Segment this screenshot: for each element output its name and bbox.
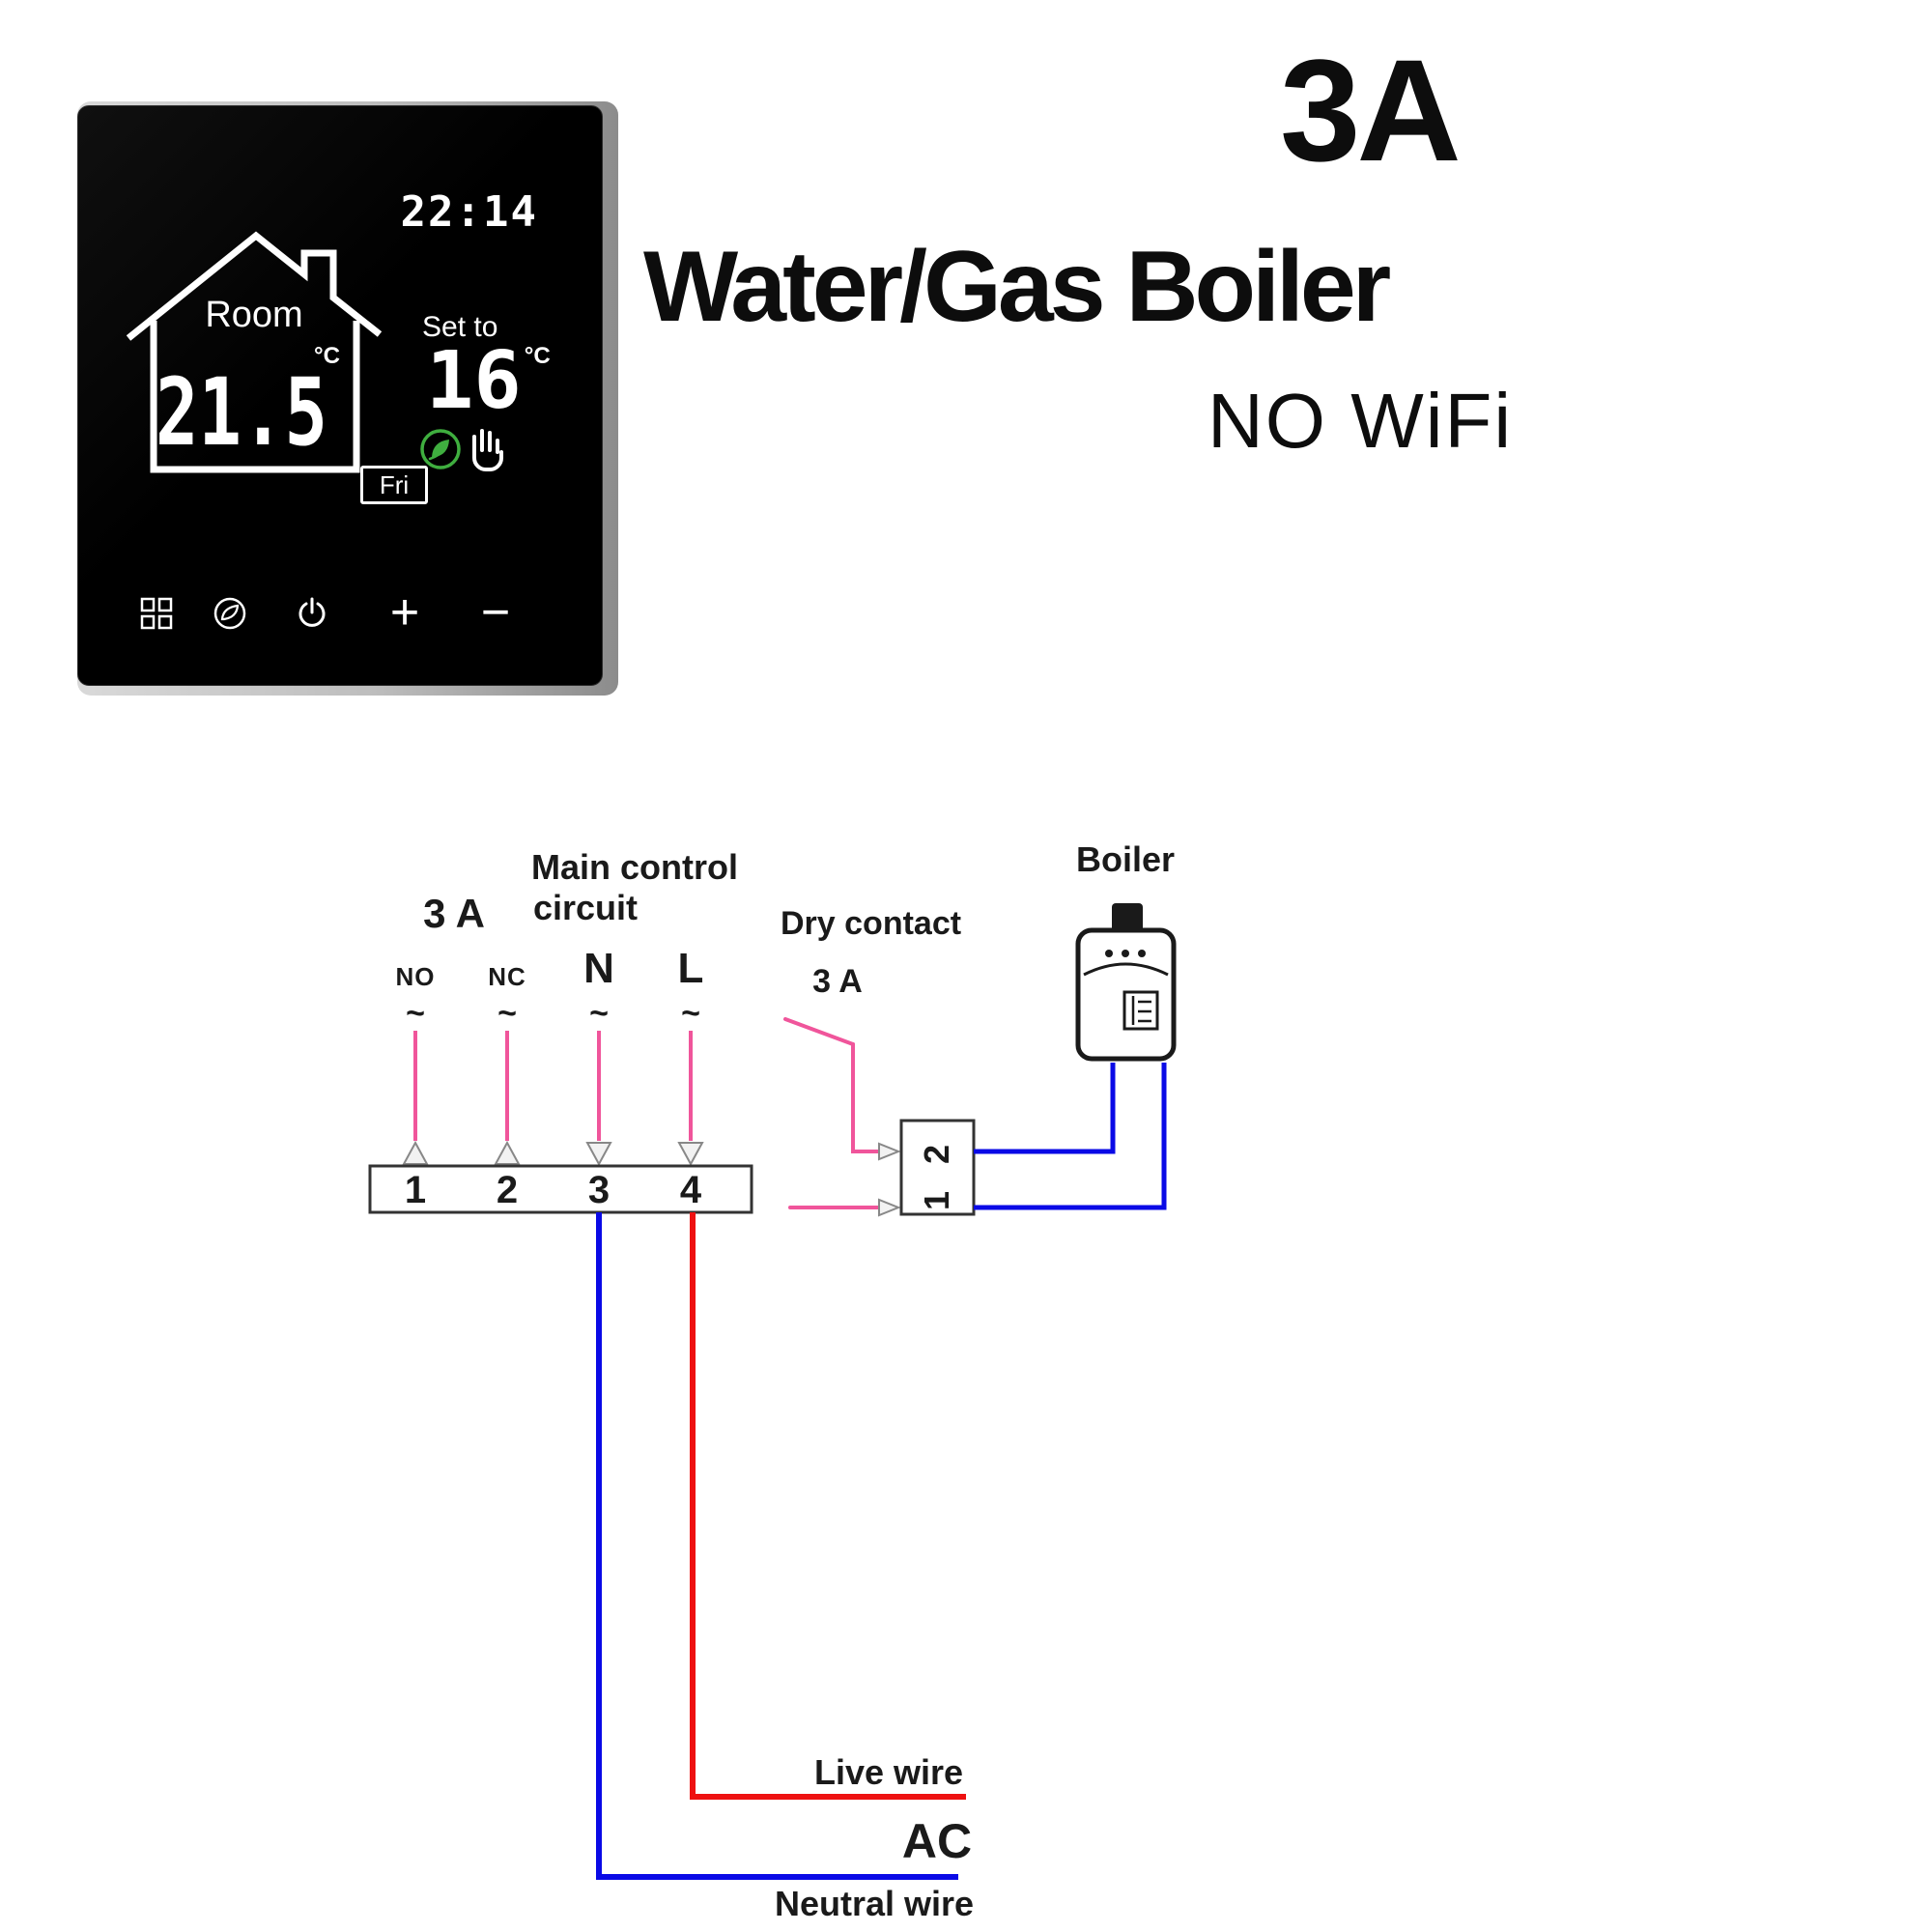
set-temperature: 16 (426, 335, 522, 427)
plus-button: + (389, 584, 420, 640)
house-walls-outline (150, 321, 360, 473)
control-wires (413, 1031, 693, 1141)
power-button-icon (298, 597, 326, 627)
terminal-block (368, 1164, 753, 1214)
room-temperature-unit: °C (314, 343, 340, 369)
tilde-symbol: ~ (681, 995, 700, 1032)
main-control-label-line1: Main control (531, 847, 738, 887)
main-control-label-line2: circuit (533, 888, 638, 927)
tilde-symbol: ~ (406, 995, 425, 1032)
terminal-number-3: 3 (588, 1169, 610, 1211)
boiler-label: Boiler (1076, 839, 1175, 879)
neutral-wire-label: Neutral wire (775, 1884, 974, 1923)
ac-label: AC (902, 1814, 972, 1868)
product-title: Water/Gas Boiler (643, 231, 1391, 343)
relay-arrowheads (878, 1142, 901, 1217)
room-label: Room (205, 295, 302, 335)
eco-leaf-button-icon (213, 597, 246, 630)
manual-mode-hand-icon (472, 429, 503, 471)
house-display: Room 21.5 °C (126, 231, 383, 473)
thermostat-screen: 22:14 Room 21.5 °C Set to 16°C (77, 105, 603, 686)
wiring-diagram: 3 A Main control circuit Dry contact 3 A… (368, 839, 1177, 1923)
live-wire-label: Live wire (814, 1752, 963, 1792)
relay-terminal-1: 1 (917, 1191, 956, 1210)
amp-rating-heading: 3A (1280, 29, 1462, 191)
terminal-number-1: 1 (405, 1169, 426, 1211)
set-to-label: Set to (422, 311, 498, 343)
room-temperature: 21.5 (156, 358, 327, 467)
thermostat-device: 22:14 Room 21.5 °C Set to 16°C (77, 101, 618, 696)
terminal-number-4: 4 (680, 1169, 702, 1211)
product-subtitle: NO WiFi (1208, 378, 1514, 464)
house-roof-outline (126, 231, 383, 341)
set-temperature-display: 16°C (426, 342, 551, 421)
terminal-label-nc: NC (488, 962, 526, 991)
menu-grid-icon (140, 597, 173, 630)
dry-contact-label: Dry contact (781, 905, 961, 942)
clock-display: 22:14 (400, 187, 538, 237)
dry-contact-amp-label: 3 A (812, 963, 863, 1000)
boiler-icon (1075, 903, 1177, 1062)
minus-button: − (480, 584, 511, 640)
diagram-amp-label: 3 A (423, 891, 485, 936)
tilde-symbol: ~ (497, 995, 517, 1032)
day-of-week-badge: Fri (360, 466, 428, 504)
eco-mode-icon (420, 429, 461, 469)
neutral-wire (596, 1212, 958, 1880)
tilde-symbol: ~ (589, 995, 609, 1032)
boiler-wires (974, 1063, 1167, 1210)
relay-terminal-block (899, 1119, 976, 1216)
terminal-label-n: N (583, 945, 614, 992)
dry-contact-switch (783, 1017, 881, 1209)
relay-terminal-2: 2 (917, 1145, 956, 1164)
set-temperature-unit: °C (524, 343, 551, 369)
terminal-label-l: L (678, 945, 704, 992)
terminal-number-2: 2 (497, 1169, 518, 1211)
terminal-label-no: NO (396, 962, 436, 991)
live-wire (690, 1212, 966, 1800)
wire-arrowheads (402, 1140, 704, 1167)
